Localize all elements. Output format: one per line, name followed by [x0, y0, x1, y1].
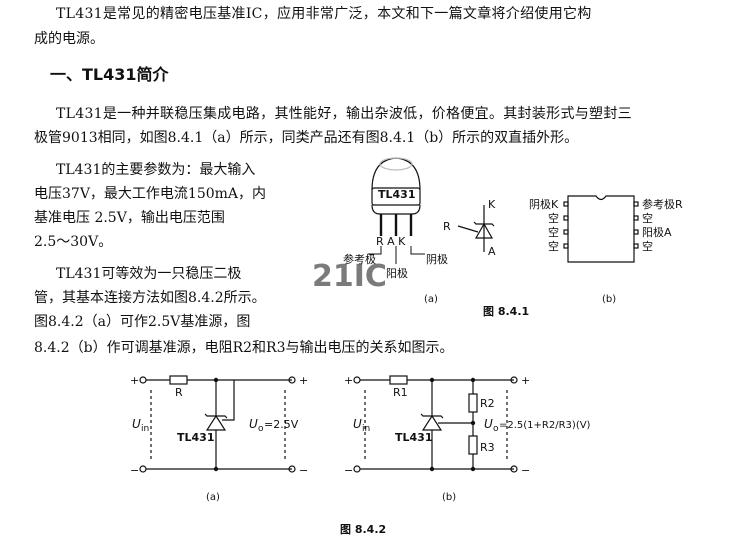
zener-symbol	[457, 205, 495, 252]
fig842-caption: 图 8.4.2	[340, 523, 386, 536]
circuit-b	[353, 375, 518, 473]
circuit-a-minus-left: −	[130, 464, 139, 477]
circuit-a	[139, 375, 296, 473]
dip-package	[563, 195, 639, 263]
intro-line-2: 成的电源。	[34, 31, 104, 47]
to92-pin-ref: 参考极	[343, 252, 376, 266]
p2-line-2: 电压37V，最大工作电流150mA，内	[34, 186, 267, 202]
circuit-a-chip: TL431	[177, 431, 214, 444]
circuit-b-chip: TL431	[395, 431, 432, 444]
dip-right-3: 阳极A	[642, 225, 672, 239]
circuit-b-minus-left: −	[344, 464, 353, 477]
section-heading: 一、TL431简介	[50, 65, 169, 84]
fig842-sub-b: (b)	[442, 492, 456, 503]
circuit-a-uin: U	[132, 417, 141, 431]
p3-line-2: 管，其基本连接方法如图8.4.2所示。	[34, 290, 266, 306]
zener-label-a: A	[488, 245, 496, 258]
dip-left-1: 阴极K	[529, 197, 559, 211]
circuit-a-uo-sub: o	[258, 424, 264, 434]
circuit-b-uo-formula: =2.5(1+R2/R3)(V)	[499, 420, 591, 431]
circuit-b-r2: R2	[480, 397, 495, 410]
dip-left-3: 空	[548, 225, 559, 239]
circuit-b-uin: U	[353, 417, 362, 431]
zener-label-r: R	[443, 220, 451, 233]
circuit-b-uo: U	[484, 417, 493, 431]
dip-left-2: 空	[548, 211, 559, 225]
to92-pin-anode: 阳极	[386, 266, 408, 280]
circuit-b-r3: R3	[480, 441, 495, 454]
circuit-b-plus-right: +	[521, 374, 530, 387]
to92-package	[368, 157, 425, 264]
dip-right-2: 空	[642, 211, 653, 225]
fig841-caption: 图 8.4.1	[483, 305, 529, 318]
circuit-a-plus-right: +	[299, 374, 308, 387]
zener-label-k: K	[488, 198, 496, 211]
circuit-b-plus-left: +	[344, 374, 353, 387]
dip-right-4: 空	[642, 239, 653, 253]
to92-pin-letters: R A K	[376, 235, 406, 248]
circuit-b-uin-sub: in	[362, 424, 370, 434]
p1-line-2: 极管9013相同，如图8.4.1（a）所示，同类产品还有图8.4.1（b）所示的…	[34, 130, 579, 146]
fig841-sub-a: (a)	[424, 294, 438, 305]
p3-line-1: TL431可等效为一只稳压二极	[56, 266, 242, 282]
p2-line-4: 2.5～30V。	[34, 234, 113, 250]
watermark-logo: 21IC	[312, 259, 387, 294]
p2-line-3: 基准电压 2.5V，输出电压范围	[34, 210, 225, 226]
intro-line-1: TL431是常见的精密电压基准IC，应用非常广泛，本文和下一篇文章将介绍使用它构	[56, 6, 592, 22]
dip-left-4: 空	[548, 239, 559, 253]
circuit-b-r1: R1	[393, 386, 408, 399]
p1-line-1: TL431是一种并联稳压集成电路，其性能好，输出杂波低，价格便宜。其封装形式与塑…	[56, 106, 632, 122]
to92-pin-cathode: 阴极	[426, 252, 448, 266]
circuit-a-uin-sub: in	[141, 424, 149, 434]
p2-line-1: TL431的主要参数为：最大输入	[56, 162, 256, 178]
circuit-b-uo-sub: o	[493, 424, 499, 434]
circuit-b-minus-right: −	[521, 464, 530, 477]
circuit-a-plus-left: +	[130, 374, 139, 387]
to92-chip-label: TL431	[378, 188, 415, 201]
circuit-a-uo: U	[249, 417, 258, 431]
dip-right-1: 参考极R	[642, 197, 683, 211]
circuit-a-uo-value: =2.5V	[264, 418, 299, 431]
p3-line-4: 8.4.2（b）作可调基准源，电阻R2和R3与输出电压的关系如图示。	[34, 340, 454, 356]
circuit-a-resistor-label: R	[175, 386, 183, 399]
p3-line-3: 图8.4.2（a）可作2.5V基准源，图	[34, 314, 251, 330]
fig842-sub-a: (a)	[206, 492, 220, 503]
circuit-a-minus-right: −	[299, 464, 308, 477]
fig841-sub-b: (b)	[602, 294, 616, 305]
